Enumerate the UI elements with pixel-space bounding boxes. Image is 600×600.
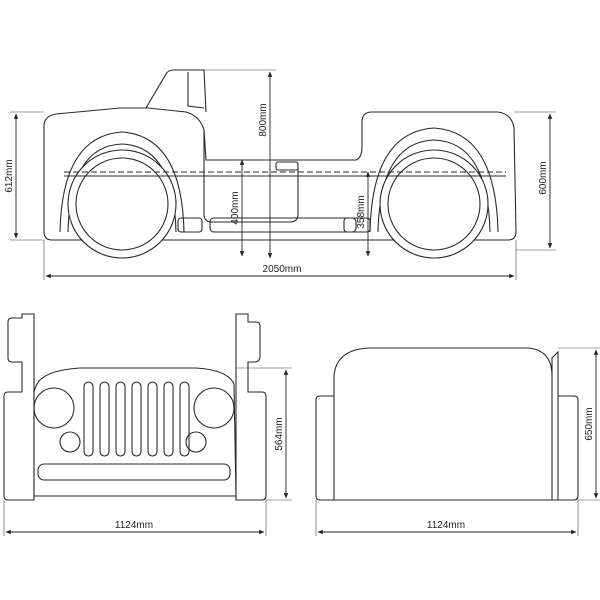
side-front-step xyxy=(177,217,203,233)
dim-label-400: 400mm xyxy=(230,191,241,224)
dim-label-2050: 2050mm xyxy=(263,264,302,275)
front-headlight-left xyxy=(33,387,75,429)
rear-view: 650mm 1124mm xyxy=(315,347,600,536)
rear-arch-outer xyxy=(369,127,499,233)
dim-label-650: 650mm xyxy=(584,407,595,440)
front-arch-outer xyxy=(59,131,185,233)
rear-headboard xyxy=(333,347,559,501)
dim-label-612: 612mm xyxy=(4,159,15,192)
front-foglight-left xyxy=(59,431,81,453)
side-handle xyxy=(275,161,299,171)
side-view: 612mm 800mm 400mm 358mm 600mm 2050mm xyxy=(4,69,556,280)
front-grille-body xyxy=(33,367,237,497)
rear-wheel xyxy=(379,149,489,259)
front-wheel xyxy=(67,149,177,259)
dim-label-800: 800mm xyxy=(258,103,269,136)
dim-label-564: 564mm xyxy=(274,417,285,450)
side-windshield-inner xyxy=(187,72,205,109)
front-grille-slots xyxy=(83,381,190,457)
side-door-cutout xyxy=(203,130,299,223)
dim-label-600: 600mm xyxy=(538,161,549,194)
front-foglight-right xyxy=(185,431,207,453)
dim-label-1124-rear: 1124mm xyxy=(427,520,465,531)
side-lower-step xyxy=(209,217,357,233)
dim-label-1124-front: 1124mm xyxy=(115,520,153,531)
rear-wheel-inner xyxy=(387,157,481,251)
front-right-panel xyxy=(235,313,267,501)
front-view: 564mm 1124mm xyxy=(3,313,292,536)
front-wheel-inner xyxy=(75,157,169,251)
front-headlight-right xyxy=(193,387,235,429)
side-windshield xyxy=(145,69,207,113)
dim-label-358: 358mm xyxy=(356,195,367,228)
front-bumper xyxy=(37,463,231,481)
front-left-panel xyxy=(3,313,35,501)
rear-right-panel xyxy=(555,395,579,501)
